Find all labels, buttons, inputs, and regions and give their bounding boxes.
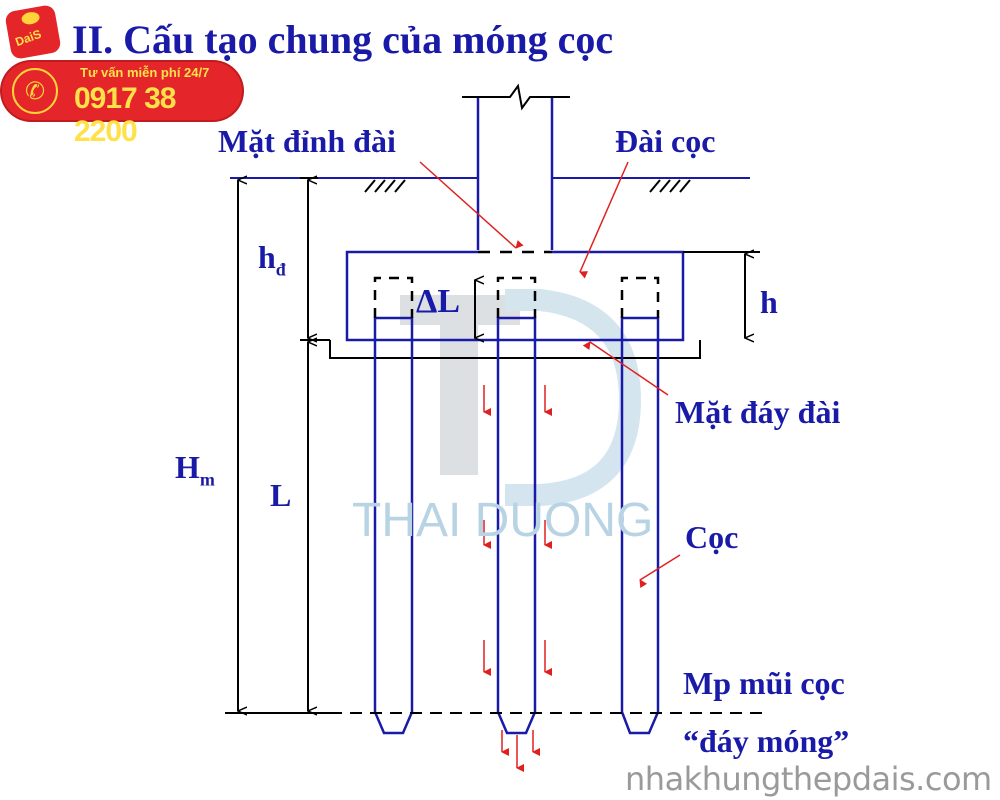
load-arrows [419,161,681,772]
label-hd: hđ [258,239,286,280]
dimension-lines [225,178,745,713]
hm-sub: m [199,469,215,490]
column [462,83,570,250]
hotline-caption: Tư vấn miễn phí 24/7 [80,65,210,80]
hd-main: h [258,239,276,275]
hotline-badge[interactable]: ✆ Tư vấn miễn phí 24/7 0917 38 2200 [2,62,242,148]
brand-text: DaiS [13,26,44,50]
label-pile: Cọc [685,519,739,555]
label-top-face: Mặt đỉnh đài [218,123,396,159]
label-foundation-bottom: “đáy móng” [683,723,850,759]
label-bottom-face: Mặt đáy đài [675,394,841,430]
label-l: L [270,477,292,513]
page-title: II. Cấu tạo chung của móng cọc [72,17,614,62]
label-h: h [760,284,778,320]
phone-icon: ✆ [12,68,58,114]
hm-main: H [175,449,200,485]
label-pile-cap: Đài cọc [615,123,716,159]
watermark-name: THAI DUONG [352,494,654,547]
brand-logo: DaiS [4,4,62,60]
label-tip-plane: Mp mũi cọc [683,665,845,701]
hd-sub: đ [275,259,286,280]
pile-cap [345,250,685,342]
site-watermark: nhakhungthepdais.com [625,760,992,798]
label-delta-l: ΔL [416,283,460,320]
hotline-number[interactable]: 0917 38 2200 [74,82,176,148]
blinding-layer [300,251,760,359]
label-hm: Hm [175,449,215,490]
ground-line [230,177,750,193]
